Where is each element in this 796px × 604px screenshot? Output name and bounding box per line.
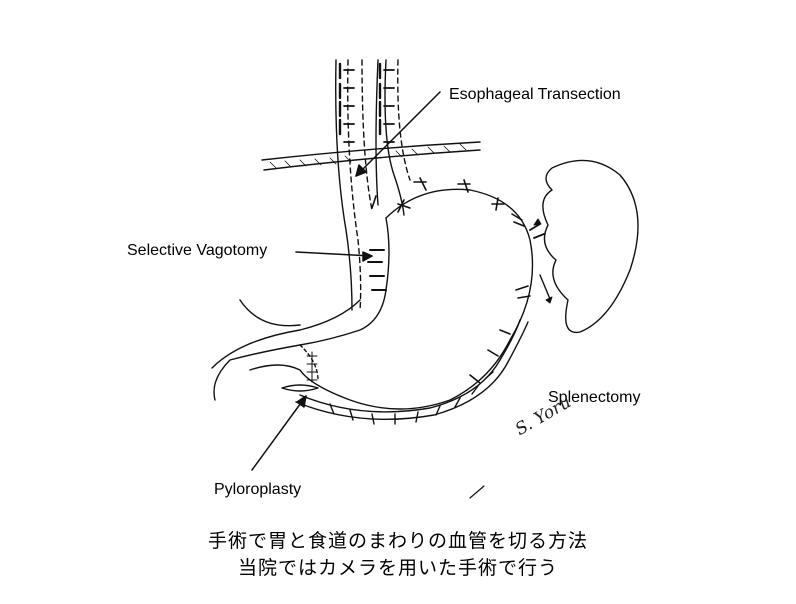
esophagus [335,59,411,311]
label-selective-vagotomy: Selective Vagotomy [127,242,268,259]
label-splenectomy: Splenectomy [548,389,641,406]
diaphragm [261,141,481,171]
stomach [211,188,534,410]
greater-curvature-vessels [295,319,529,425]
pyloroplasty-incision [281,351,319,392]
label-pyloroplasty: Pyloroplasty [214,481,302,498]
short-gastric-vessels [371,177,531,299]
pointer-arrows [251,91,441,471]
label-esophageal-transection: Esophageal Transection [449,86,621,103]
spleen [529,159,639,334]
caption-line-1: 手術で胃と食道のまわりの血管を切る方法 [207,530,588,552]
esophageal-vessels [338,62,395,143]
vagotomy-clips [367,249,387,291]
caption-line-2: 当院ではカメラを用いた手術で行う [237,557,558,579]
